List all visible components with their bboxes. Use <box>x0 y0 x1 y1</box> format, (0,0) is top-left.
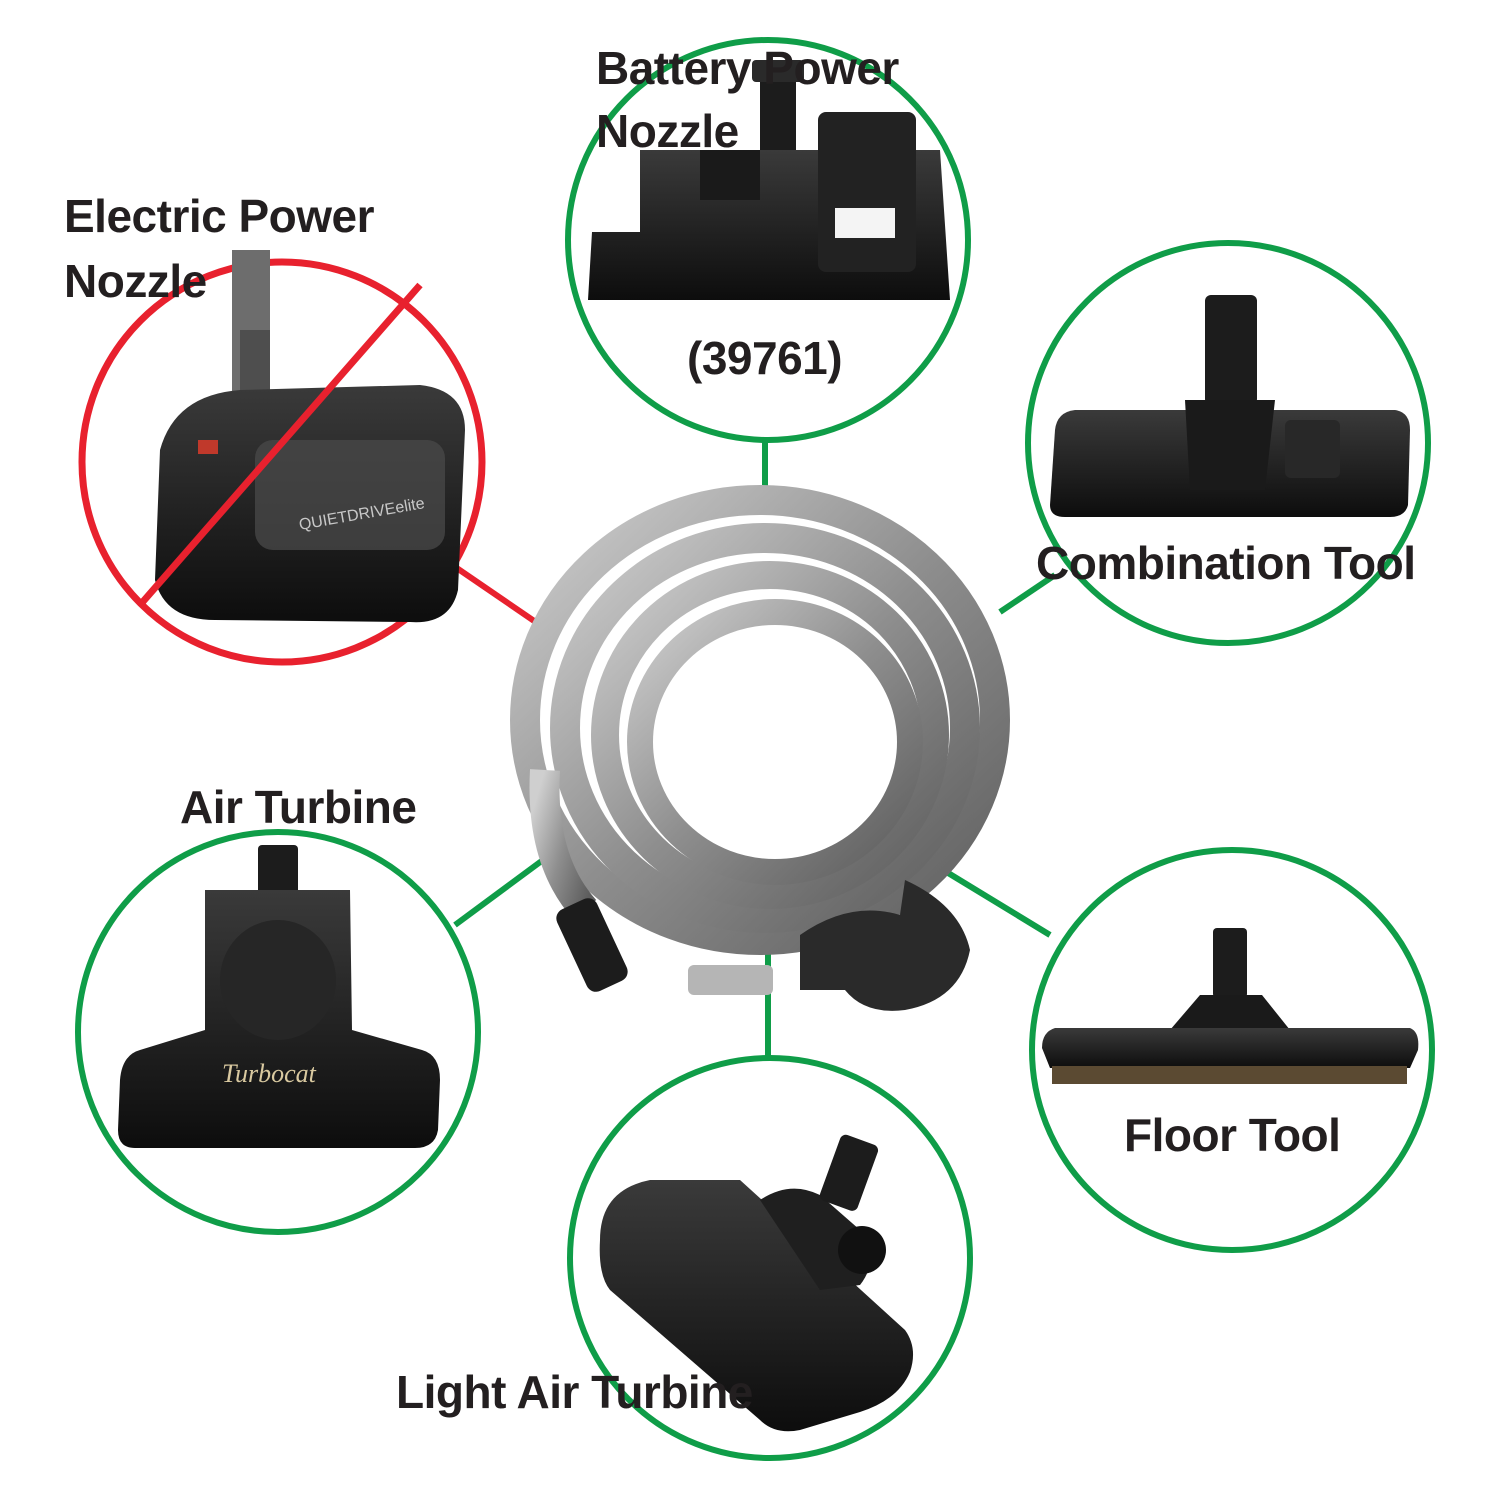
electric-nozzle-label-line2: Nozzle <box>64 255 207 307</box>
floor-tool-label: Floor Tool <box>1124 1109 1341 1161</box>
connector-electric <box>443 557 542 628</box>
battery-nozzle-label-line2: Nozzle <box>596 105 739 157</box>
vacuum-hose-image <box>510 485 1010 1011</box>
connector-combination <box>998 572 1057 615</box>
combination-tool-image <box>1050 295 1410 517</box>
turbocat-brand-text: Turbocat <box>222 1059 317 1088</box>
air-turbine-label: Air Turbine <box>180 781 417 833</box>
electric-nozzle-label-line1: Electric Power <box>64 190 375 242</box>
battery-nozzle-part-number: (39761) <box>687 332 843 384</box>
ring-floor-tool <box>1029 847 1435 1253</box>
electric-power-nozzle-image: QUIETDRIVEelite <box>155 250 465 623</box>
floor-tool-image <box>1042 928 1419 1084</box>
ring-air-turbine <box>75 829 481 1235</box>
ring-combination-tool <box>1025 240 1431 646</box>
light-air-turbine-image <box>599 1134 914 1432</box>
light-air-turbine-label: Light Air Turbine <box>396 1366 753 1418</box>
combination-tool-label: Combination Tool <box>1036 537 1416 589</box>
connector-floor <box>933 862 1052 938</box>
ring-light-air-turbine <box>567 1055 973 1461</box>
battery-nozzle-label-line1: Battery Power <box>596 42 899 94</box>
air-turbine-image: Turbocat <box>118 845 440 1148</box>
ring-electric-power-nozzle <box>78 258 486 666</box>
battery-power-nozzle-image <box>588 60 950 300</box>
prohibition-slash-icon <box>137 282 423 608</box>
ring-battery-power-nozzle <box>565 37 971 443</box>
